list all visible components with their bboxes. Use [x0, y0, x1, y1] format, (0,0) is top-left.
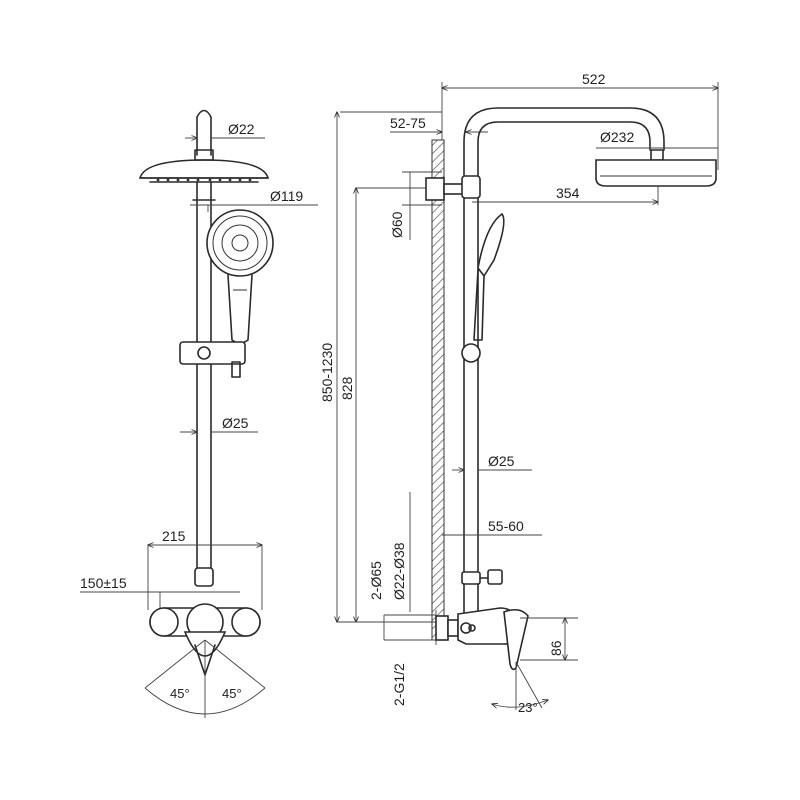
total-reach-label: 522 — [582, 71, 606, 87]
mixer-body-side — [435, 607, 529, 671]
hand-shower-side — [461, 212, 505, 363]
lever-swing-arc — [144, 639, 266, 718]
hand-shower-front — [206, 209, 274, 344]
mixer-width-label: 215 — [162, 528, 186, 544]
height-range-label: 850-1230 — [319, 343, 335, 402]
escutcheon-dia-label: 2-Ø65 — [368, 561, 384, 600]
front-riser-dia-label: Ø25 — [222, 415, 249, 431]
front-view: Ø22 Ø119 — [80, 109, 318, 718]
inlet-thread-label: 2-G1/2 — [391, 663, 407, 706]
inlet-spacing-label: 150±15 — [80, 575, 127, 591]
shower-nozzles — [156, 178, 252, 182]
slide-bracket-front — [179, 341, 246, 378]
angle-right-label: 45° — [222, 686, 242, 701]
side-view: 522 52-75 Ø232 354 Ø60 — [319, 71, 718, 715]
mixer-body-front — [149, 603, 261, 676]
angle-left-label: 45° — [170, 686, 190, 701]
riser-offset-label: 55-60 — [488, 518, 524, 534]
hand-shower-dia-label: Ø119 — [270, 188, 303, 204]
head-shower-dia-label: Ø232 — [600, 129, 634, 145]
bracket-dia-label: Ø60 — [389, 211, 405, 238]
overhead-shower-side — [595, 149, 717, 187]
arm-length-label: 354 — [556, 185, 580, 201]
lever-angle-label: 23° — [518, 700, 538, 715]
lever-height-label: 86 — [548, 640, 564, 656]
wall-bracket-side — [425, 175, 481, 201]
wall-offset-label: 52-75 — [390, 115, 426, 131]
height-828-label: 828 — [339, 376, 355, 400]
side-riser-dia-label: Ø25 — [488, 453, 515, 469]
mixer-connector-side — [461, 569, 503, 613]
front-top-pipe-dia-label: Ø22 — [228, 121, 255, 137]
overhead-shower-front — [139, 159, 269, 183]
wall-section — [431, 139, 445, 641]
pipe-dia-label: Ø22-Ø38 — [391, 542, 407, 600]
